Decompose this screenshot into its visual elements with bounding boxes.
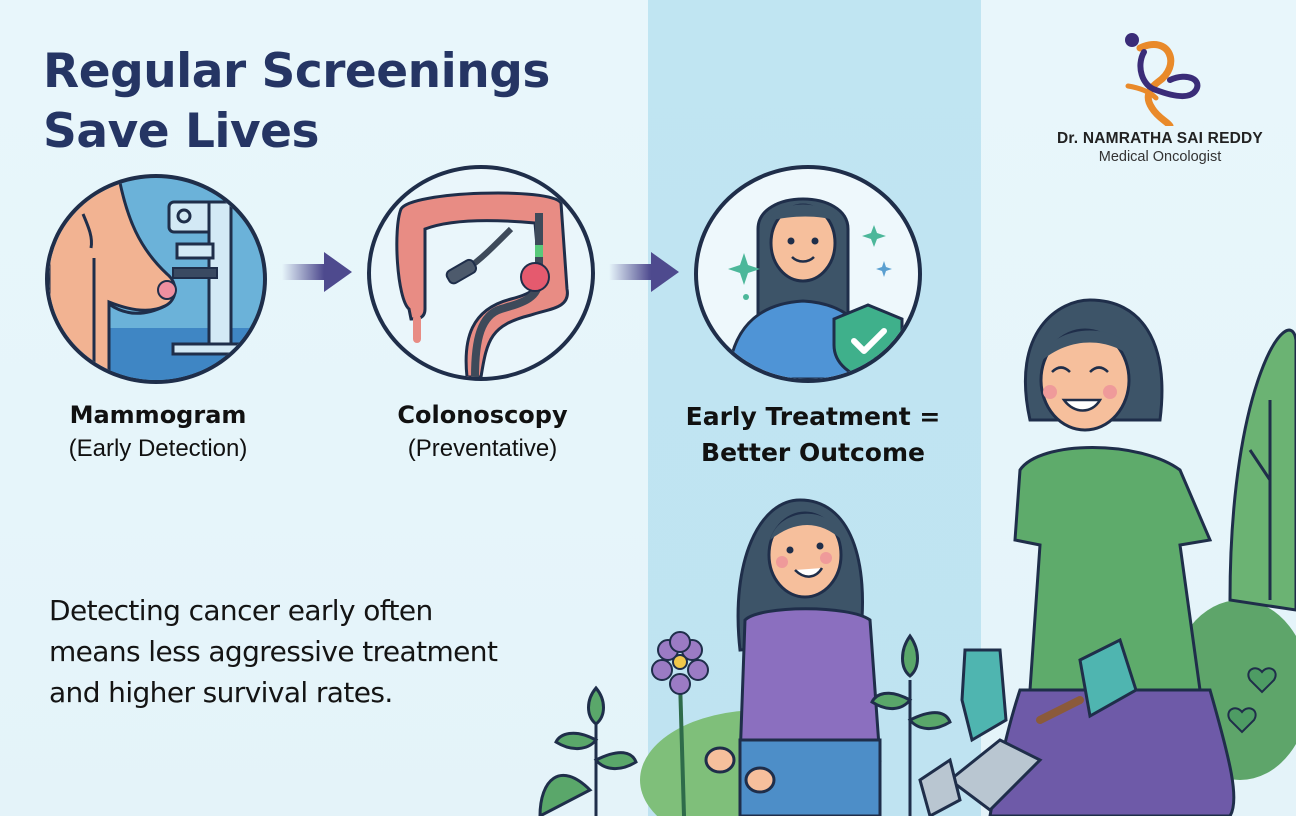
step-subtitle: (Early Detection): [68, 435, 248, 462]
arrow-right-icon: [282, 252, 352, 292]
step-title-line-1: Early Treatment =: [685, 402, 941, 431]
doctor-name: Dr. NAMRATHA SAI REDDY: [1057, 130, 1263, 147]
step-subtitle: (Preventative): [407, 435, 558, 462]
heart-leaf-bush-icon: [1227, 667, 1277, 734]
early-treatment-illustration: [694, 165, 922, 383]
description-text: Detecting cancer early often means less …: [49, 590, 609, 713]
mammogram-label: Mammogram (Early Detection): [30, 398, 286, 466]
colonoscopy-label: Colonoscopy (Preventative): [360, 398, 605, 466]
doctor-logo: Dr. NAMRATHA SAI REDDY Medical Oncologis…: [1040, 26, 1280, 186]
description-line-3: and higher survival rates.: [49, 676, 393, 709]
title-line-2: Save Lives: [43, 104, 319, 159]
description-line-1: Detecting cancer early often: [49, 594, 433, 627]
woman-shield-check-icon: [726, 197, 904, 379]
step-title-line-2: Better Outcome: [701, 438, 925, 467]
step-title: Colonoscopy: [397, 401, 568, 429]
early-treatment-label: Early Treatment = Better Outcome: [660, 399, 966, 471]
step-title: Mammogram: [69, 401, 247, 429]
doctor-role: Medical Oncologist: [1098, 149, 1222, 165]
title-line-1: Regular Screenings: [43, 44, 550, 99]
page-title: Regular Screenings Save Lives: [43, 42, 550, 162]
colonoscopy-illustration: [367, 165, 595, 381]
mammogram-machine-icon: [49, 178, 263, 380]
mammogram-illustration: [45, 174, 267, 384]
colon-endoscope-icon: [395, 191, 569, 377]
arrow-right-icon: [609, 252, 679, 292]
butterfly-ribbon-logo-icon: [1125, 33, 1201, 126]
description-line-2: means less aggressive treatment: [49, 635, 498, 668]
